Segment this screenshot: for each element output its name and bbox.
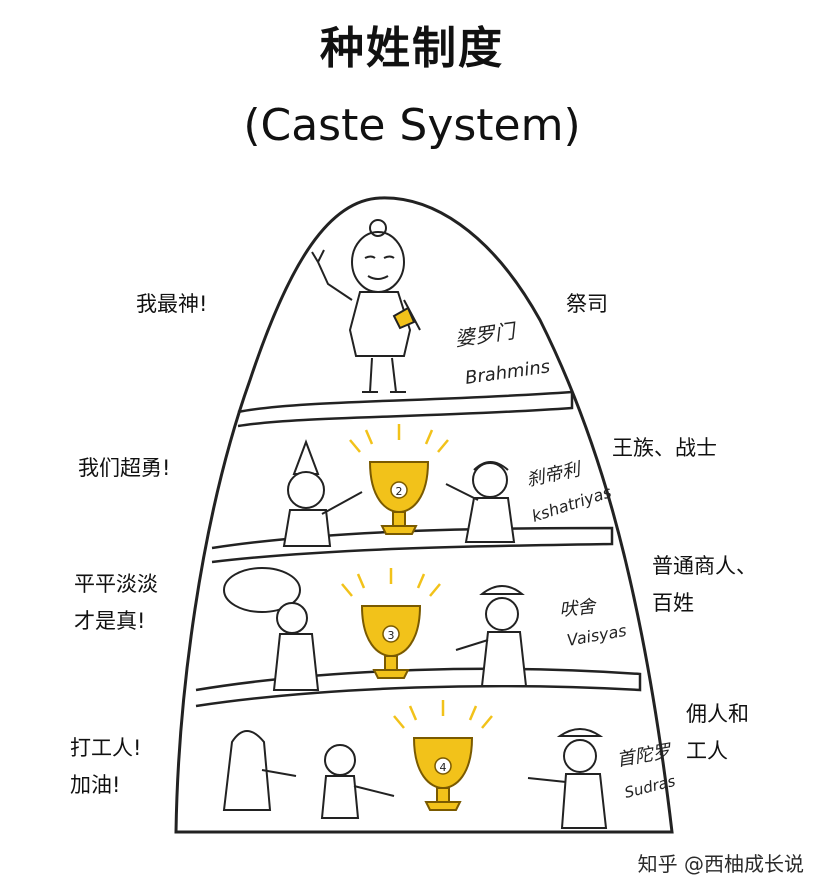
tier-4-speech: 打工人! 加油! (70, 736, 142, 797)
tier-3-speech: 平平淡淡 才是真! (74, 572, 158, 633)
trophy-cup-2: 2 (349, 424, 449, 535)
kshatriya-figure-left (282, 439, 363, 547)
watermark: 知乎 @西柚成长说 (637, 852, 804, 876)
tier-4-role: 佣人和 工人 (686, 702, 749, 763)
brahmin-figure (311, 219, 421, 393)
tier-3-caste-zh: 吠舍 (558, 596, 598, 621)
trophy-cup-4: 4 (393, 700, 493, 811)
sudra-figure-right (527, 728, 608, 829)
sudra-figure-middle (320, 744, 395, 819)
tier-divider-2 (211, 526, 614, 564)
tier-2-speech: 我们超勇! (78, 456, 171, 480)
tier-1-role: 祭司 (566, 292, 608, 316)
vaisya-figure-left (223, 567, 320, 691)
page-title: 种姓制度 (320, 23, 504, 74)
vaisya-figure-right (455, 585, 528, 687)
kshatriya-figure-right (445, 461, 516, 543)
tier-divider-1 (237, 390, 574, 428)
page-subtitle: (Caste System) (243, 100, 581, 151)
tier-divider-3 (195, 667, 642, 708)
trophy-rank-3: 3 (388, 629, 395, 642)
tier-1-speech: 我最神! (136, 292, 208, 316)
trophy-rank-2: 2 (396, 485, 403, 498)
tier-2-role: 王族、战士 (612, 436, 717, 460)
trophy-rank-4: 4 (440, 761, 447, 774)
trophy-cup-3: 3 (341, 568, 441, 679)
sudra-figure-left (222, 730, 297, 811)
tier-3-role: 普通商人、 百姓 (652, 554, 757, 615)
